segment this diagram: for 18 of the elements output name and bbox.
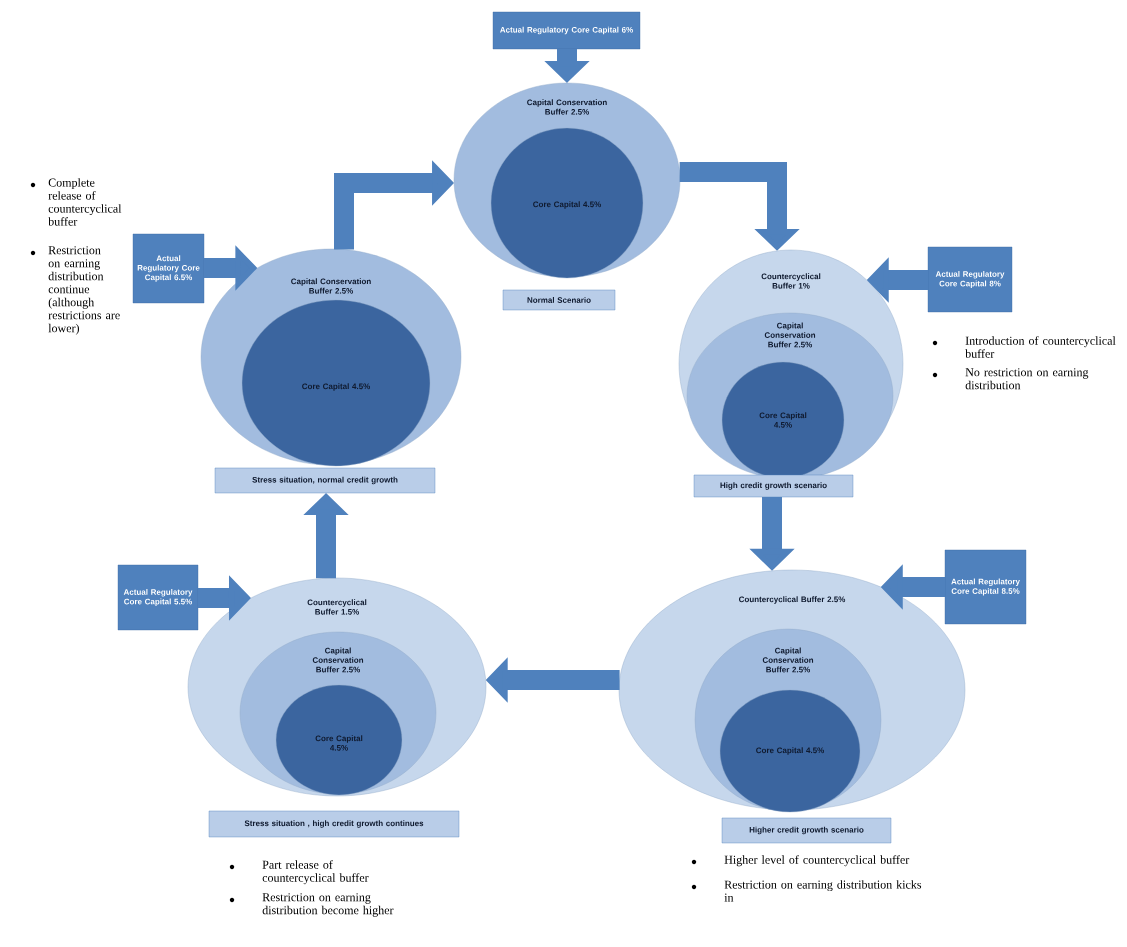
- capital-box: Actual Regulatory Core Capital 6%: [492, 11, 641, 50]
- bullet-item: No restriction on earning distribution: [932, 368, 1089, 390]
- scenario-label: Higher credit growth scenario: [721, 817, 892, 844]
- bullet-item: Part release of countercyclical buffer: [229, 860, 369, 885]
- bullet-item: Restriction on earning distribution become higher: [229, 893, 394, 917]
- bullet-item: Restriction on earning distribution kicks in: [691, 880, 922, 902]
- scenario-label: High credit growth scenario: [693, 474, 854, 498]
- bullet-item: Higher level of countercyclical buffer: [691, 855, 910, 867]
- capital-box: Actual Regulatory Core Capital 5.5%: [117, 564, 199, 631]
- capital-box: Actual Regulatory Core Capital 8.5%: [944, 549, 1027, 625]
- bullet-item: Complete release of countercyclical buffer: [30, 178, 122, 226]
- scenario-label: Stress situation , high credit growth continues: [208, 810, 460, 838]
- scenario-label: Stress situation, normal credit growth: [214, 467, 436, 494]
- bullet-item: Introduction of countercyclical buffer: [932, 336, 1116, 358]
- bullet-item: Restriction on earning distribution continue (although restrictions are lower): [30, 246, 120, 335]
- scenario-label: Normal Scenario: [502, 289, 616, 311]
- capital-box: Actual Regulatory Core Capital 8%: [927, 246, 1013, 313]
- capital-box: Actual Regulatory Core Capital 6.5%: [132, 233, 205, 304]
